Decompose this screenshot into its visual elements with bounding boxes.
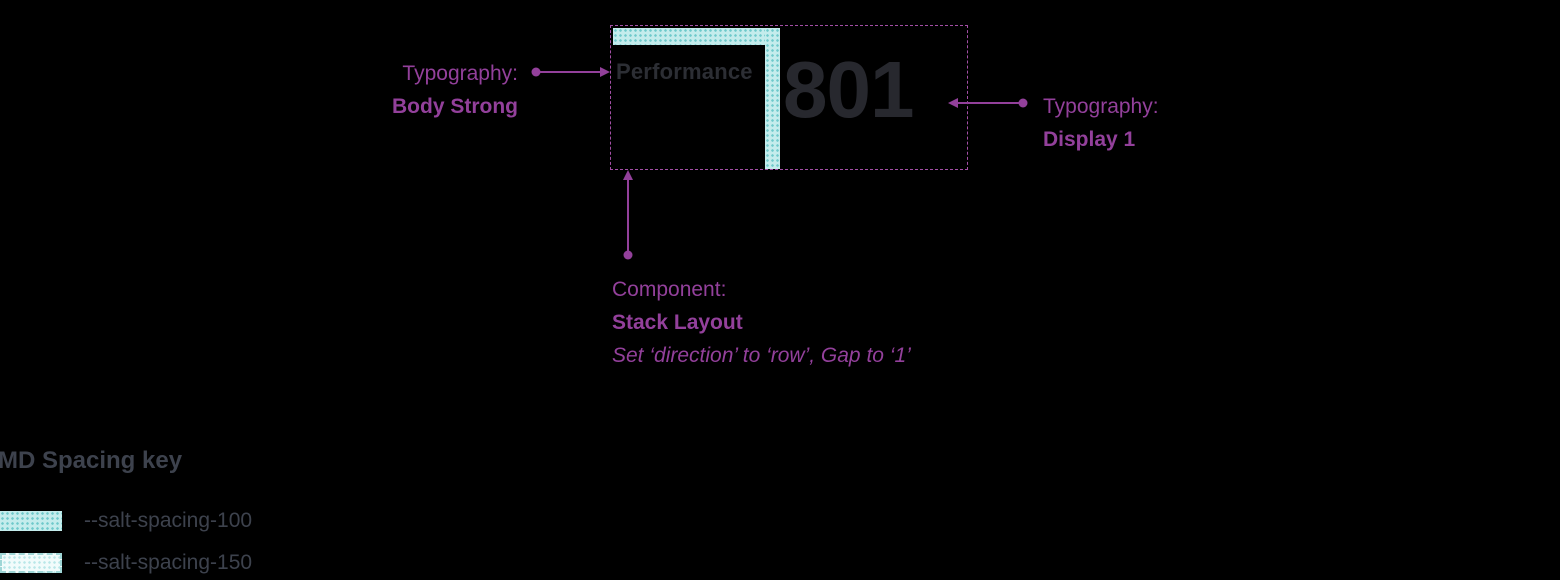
spacing-100-gap-strip <box>765 28 780 169</box>
annotation-typography-body-strong: Typography: Body Strong <box>290 57 518 123</box>
annotation-label: Typography: <box>402 62 518 85</box>
annotation-value: Display 1 <box>1043 128 1136 151</box>
spacing-100-top-strip <box>613 28 765 45</box>
annotation-note: Set ‘direction’ to ‘row’, Gap to ‘1’ <box>612 344 911 367</box>
component-bounds-dashed-box: Performance 801 <box>610 25 968 170</box>
metric-title: Performance <box>616 59 753 84</box>
spacing-key-label: --salt-spacing-100 <box>84 509 253 532</box>
annotation-value: Stack Layout <box>612 311 743 334</box>
annotation-label: Typography: <box>1043 95 1159 118</box>
spacing-150-swatch-icon <box>0 553 62 573</box>
arrow-right-icon <box>531 67 610 77</box>
annotation-component-stack-layout: Component: Stack Layout Set ‘direction’ … <box>612 273 911 372</box>
spacing-key-title: MD Spacing key <box>0 447 183 474</box>
annotation-typography-display-1: Typography: Display 1 <box>1043 90 1159 156</box>
arrow-up-icon <box>623 170 633 260</box>
arrow-left-icon <box>948 98 1028 108</box>
spacing-key-label: --salt-spacing-150 <box>84 551 253 574</box>
annotation-value: Body Strong <box>392 95 518 118</box>
annotation-label: Component: <box>612 278 727 301</box>
spacing-100-swatch-icon <box>0 511 62 531</box>
metric-value: 801 <box>783 45 914 134</box>
